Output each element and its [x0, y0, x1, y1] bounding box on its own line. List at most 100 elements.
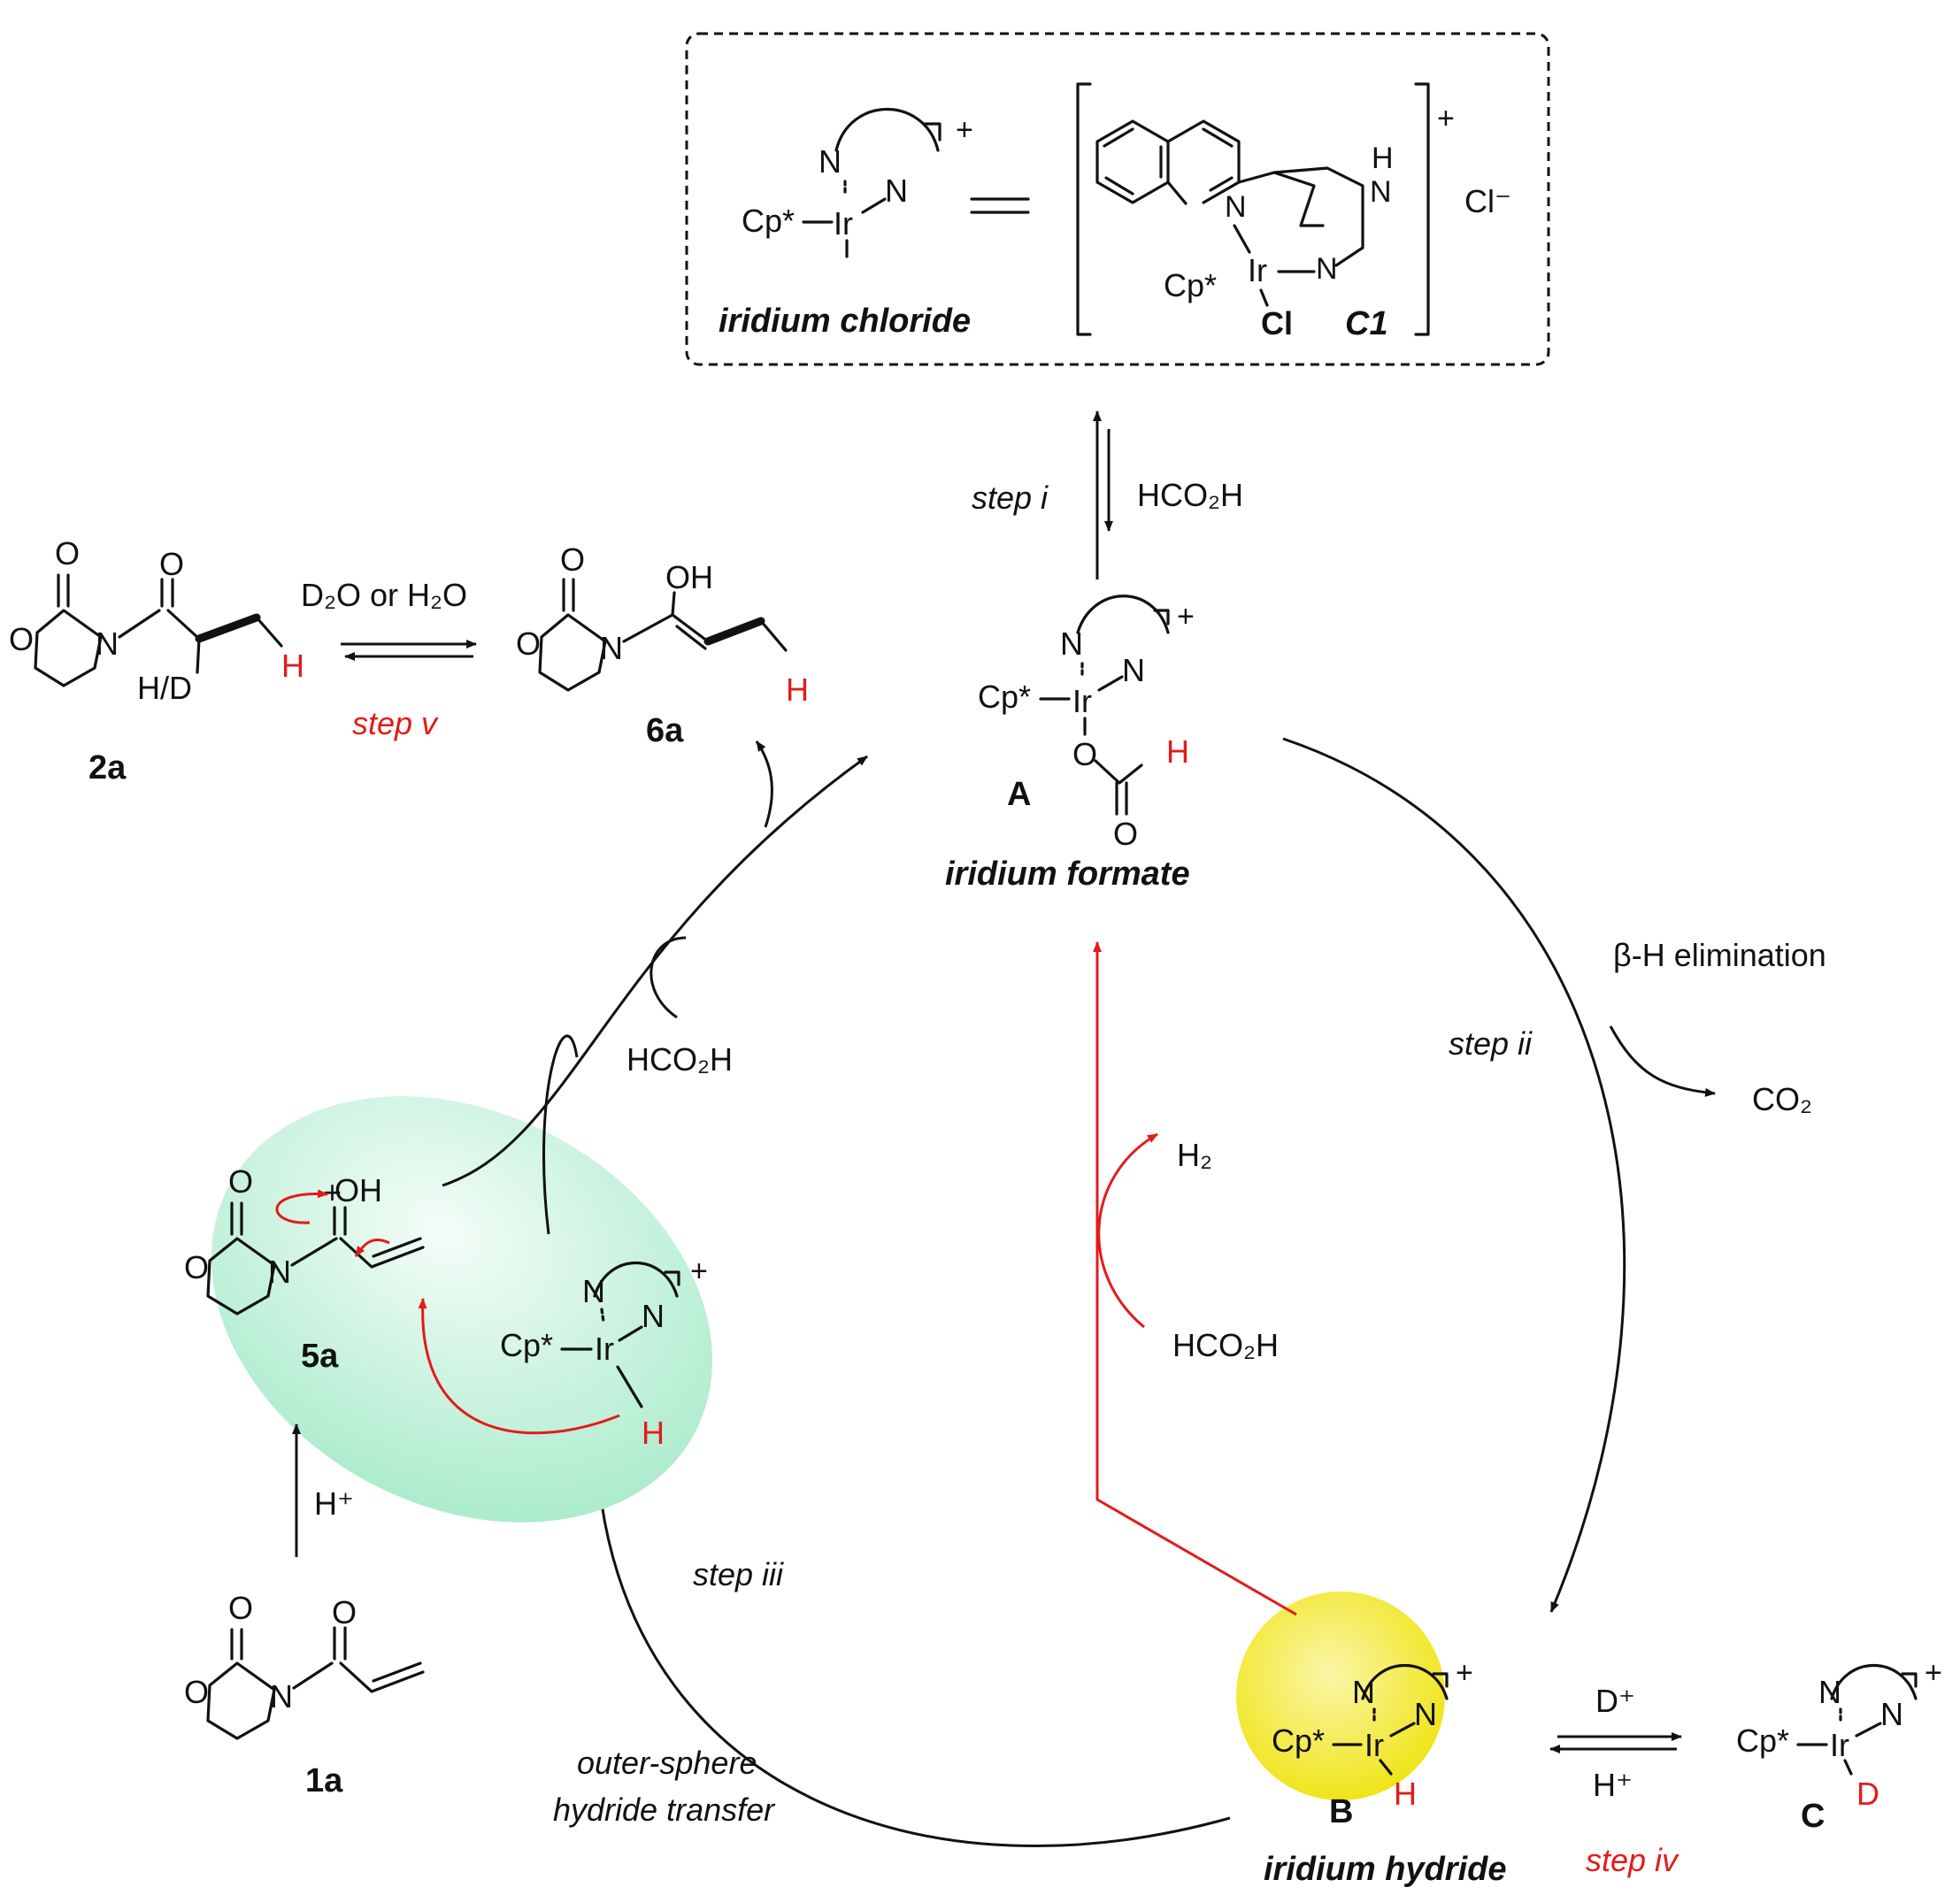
svg-text:N: N — [1818, 1674, 1841, 1710]
hydride-transfer-state: O O N + OH 5a + N N Ir Cp* — [184, 1096, 713, 1523]
left-bracket — [1076, 82, 1092, 336]
compound-2a-label: 2a — [88, 749, 127, 786]
svg-text:+: + — [323, 1174, 342, 1210]
step-iv-forward: D⁺ — [1595, 1683, 1635, 1719]
step-iii-desc-1: outer-sphere — [577, 1745, 757, 1781]
iridium-chloride-label: iridium chloride — [719, 303, 971, 340]
recycle-arc: HCO₂H — [442, 740, 868, 1235]
recycle-reagent: HCO₂H — [626, 1041, 733, 1078]
equals-sign — [970, 197, 1030, 214]
svg-text:H: H — [786, 671, 809, 708]
step-i-reagent: HCO₂H — [1137, 477, 1243, 513]
svg-text:D: D — [1856, 1776, 1879, 1812]
svg-text:O: O — [184, 1674, 209, 1710]
svg-text:Ir: Ir — [1072, 683, 1092, 719]
h2-evolution-path: H₂ HCO₂H — [1093, 941, 1297, 1616]
compound-1a-label: 1a — [305, 1762, 343, 1799]
beta-h-elimination: β-H elimination — [1613, 937, 1826, 973]
step-iv: D⁺ H⁺ step iv — [1549, 1683, 1682, 1878]
svg-text:+: + — [1456, 1656, 1473, 1690]
svg-text:+: + — [690, 1254, 708, 1288]
svg-text:N: N — [1316, 252, 1338, 286]
svg-text:H: H — [1166, 733, 1189, 770]
svg-text:OH: OH — [334, 1172, 382, 1208]
catalyst-legend-box: + N N Ir Cp* iridium chloride + Cl⁻ N — [685, 32, 1550, 366]
svg-text:Cp*: Cp* — [1164, 267, 1217, 303]
step-i: step i HCO₂H — [972, 410, 1243, 579]
step-iii-desc-2: hydride transfer — [553, 1791, 776, 1828]
svg-text:N: N — [600, 630, 623, 666]
svg-text:Cp*: Cp* — [1736, 1722, 1789, 1759]
svg-text:OH: OH — [665, 559, 713, 595]
step-ii: step ii β-H elimination CO₂ — [1282, 737, 1826, 1613]
co2-byproduct: CO₂ — [1752, 1081, 1812, 1117]
svg-text:O: O — [1072, 736, 1097, 772]
svg-text:H: H — [642, 1415, 665, 1451]
svg-text:O: O — [1113, 816, 1138, 852]
svg-text:H: H — [281, 648, 304, 684]
compound-1a: H⁺ O O N O 1a — [184, 1423, 425, 1799]
svg-text:O: O — [228, 1163, 253, 1200]
h2-product: H₂ — [1177, 1137, 1212, 1173]
intermediate-a: + N N Ir Cp* O H O A iridium formate — [945, 595, 1195, 893]
compound-6a: O O N OH H 6a — [516, 541, 809, 749]
step-v-reagent: D₂O or H₂O — [301, 577, 467, 613]
generic-iridium-chloride: + N N Ir Cp* iridium chloride — [719, 108, 973, 340]
svg-text:N: N — [1122, 652, 1145, 688]
svg-text:N: N — [1370, 175, 1392, 209]
svg-text:Ir: Ir — [1248, 252, 1267, 288]
svg-text:N: N — [1352, 1674, 1375, 1710]
svg-text:O: O — [332, 1594, 357, 1630]
intermediate-b: + N N Ir Cp* H B iridium hydride — [1236, 1592, 1506, 1888]
protonation-label: H⁺ — [314, 1485, 354, 1522]
svg-text:O: O — [228, 1590, 253, 1626]
compound-2a: O O N O H H/D 2a — [9, 535, 304, 786]
step-iii: step iii outer-sphere hydride transfer — [553, 1503, 1231, 1847]
iridium-hydride-in-ts: + N N Ir Cp* H — [418, 1254, 708, 1451]
svg-text:Cp*: Cp* — [1272, 1722, 1325, 1759]
svg-text:N: N — [270, 1678, 293, 1715]
step-iv-reverse: H⁺ — [1593, 1767, 1633, 1803]
svg-text:Cp*: Cp* — [500, 1327, 553, 1363]
intermediate-a-id: A — [1007, 776, 1031, 813]
c1-label: C1 — [1345, 305, 1388, 342]
svg-text:+: + — [1925, 1656, 1942, 1690]
side-path-reagent: HCO₂H — [1172, 1327, 1279, 1363]
svg-text:N: N — [819, 143, 842, 180]
svg-text:Cp*: Cp* — [978, 679, 1031, 715]
c1-structure: N H N N Ir Cp* Cl C1 — [1095, 119, 1394, 342]
svg-text:Ir: Ir — [1830, 1727, 1849, 1763]
iridium-formate-label: iridium formate — [945, 855, 1190, 893]
svg-text:N: N — [268, 1254, 291, 1290]
svg-text:N: N — [1880, 1696, 1903, 1732]
svg-text:N: N — [885, 173, 908, 209]
step-iv-label: step iv — [1586, 1842, 1679, 1878]
hd-label: H/D — [137, 670, 192, 706]
svg-text:N: N — [1225, 190, 1247, 224]
svg-text:O: O — [55, 535, 80, 572]
intermediate-b-id: B — [1329, 1793, 1353, 1830]
svg-text:N: N — [582, 1273, 605, 1309]
svg-text:Cp*: Cp* — [742, 203, 795, 239]
svg-text:O: O — [516, 625, 541, 662]
svg-text:H: H — [1394, 1776, 1417, 1812]
svg-text:N: N — [1060, 625, 1083, 662]
svg-text:Ir: Ir — [834, 205, 853, 242]
compound-5a: O O N + OH 5a — [184, 1163, 425, 1375]
iridium-hydride-highlight — [1236, 1592, 1445, 1800]
svg-text:+: + — [1177, 600, 1195, 633]
svg-text:+: + — [1437, 102, 1455, 135]
compound-5a-label: 5a — [301, 1338, 339, 1375]
svg-text:N: N — [1414, 1696, 1437, 1732]
c1-chlorine: Cl — [1261, 305, 1293, 341]
step-i-label: step i — [972, 480, 1049, 516]
step-ii-label: step ii — [1449, 1025, 1533, 1062]
svg-text:H: H — [1372, 142, 1394, 175]
right-bracket — [1414, 82, 1430, 336]
step-v-label: step v — [352, 705, 439, 741]
svg-text:N: N — [96, 625, 119, 662]
iridium-hydride-label: iridium hydride — [1264, 1851, 1506, 1888]
compound-6a-label: 6a — [646, 712, 684, 749]
chloride-counterion: Cl⁻ — [1464, 183, 1511, 219]
